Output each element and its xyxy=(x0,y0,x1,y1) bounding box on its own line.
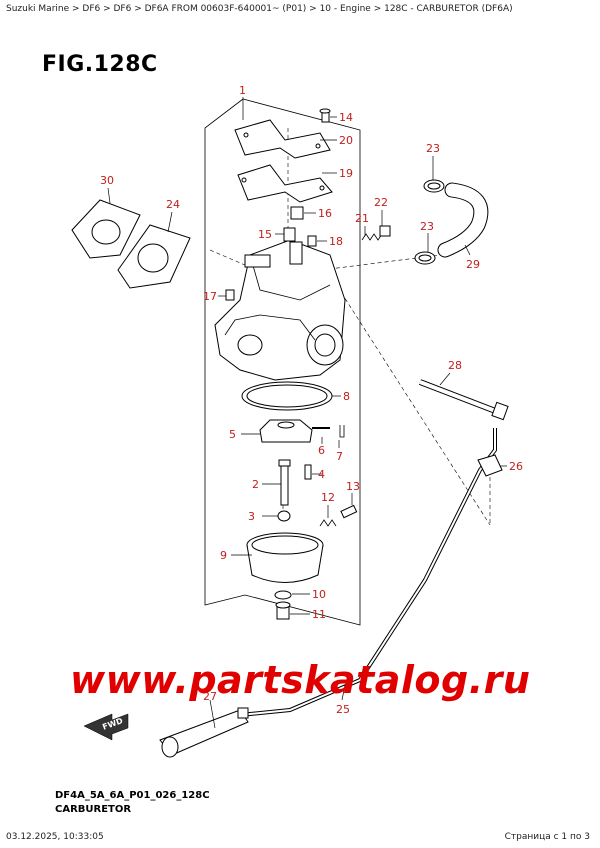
callout-26: 26 xyxy=(509,460,523,473)
gasket-24 xyxy=(117,224,191,289)
callout-23-lower: 23 xyxy=(420,220,434,233)
carburetor-body xyxy=(214,239,346,381)
screw-13 xyxy=(340,504,358,519)
hose-29 xyxy=(437,182,489,258)
float-chamber-9 xyxy=(246,532,324,583)
breadcrumb: Suzuki Marine > DF6 > DF6 > DF6A FROM 00… xyxy=(6,4,513,14)
jet-3 xyxy=(277,510,291,522)
gasket-8 xyxy=(241,381,333,411)
callout-14: 14 xyxy=(339,111,353,124)
callout-3: 3 xyxy=(248,510,255,523)
choke-rod-25 xyxy=(239,428,497,717)
callout-5: 5 xyxy=(229,428,236,441)
callout-20: 20 xyxy=(339,134,353,147)
callout-6: 6 xyxy=(318,444,325,457)
callouts: 1 14 20 19 16 15 18 17 21 22 23 23 29 30… xyxy=(100,84,523,716)
diagram-code: DF4A_5A_6A_P01_026_128C xyxy=(55,790,210,801)
choke-knob-27 xyxy=(159,707,249,758)
page-info: Страница с 1 по 3 xyxy=(504,832,590,842)
needle-4 xyxy=(304,464,312,480)
callout-11: 11 xyxy=(312,608,326,621)
washer-10 xyxy=(274,590,292,600)
callout-19: 19 xyxy=(339,167,353,180)
callout-12: 12 xyxy=(321,491,335,504)
callout-23-upper: 23 xyxy=(426,142,440,155)
callout-22: 22 xyxy=(374,196,388,209)
callout-16: 16 xyxy=(318,207,332,220)
callout-leaders xyxy=(107,97,507,729)
callout-18: 18 xyxy=(329,235,343,248)
screw-12 xyxy=(319,519,337,527)
callout-25: 25 xyxy=(336,703,350,716)
screw-18 xyxy=(307,235,317,247)
callout-7: 7 xyxy=(336,450,343,463)
watermark: www.partskatalog.ru xyxy=(70,658,531,702)
callout-30: 30 xyxy=(100,174,114,187)
clip-26 xyxy=(477,454,503,477)
callout-4: 4 xyxy=(318,468,325,481)
callout-27: 27 xyxy=(203,690,217,703)
callout-17: 17 xyxy=(203,290,217,303)
valve-15 xyxy=(283,227,296,242)
callout-21: 21 xyxy=(355,212,369,225)
plate-20 xyxy=(234,119,331,159)
assembly-frame xyxy=(204,98,361,626)
bolt-11 xyxy=(275,601,291,620)
callout-9: 9 xyxy=(220,549,227,562)
callout-13: 13 xyxy=(346,480,360,493)
callout-1: 1 xyxy=(239,84,246,97)
callout-29: 29 xyxy=(466,258,480,271)
gasket-30 xyxy=(71,199,141,259)
clamp-23-lower xyxy=(414,251,436,265)
fwd-arrow-icon: FWD xyxy=(83,713,129,741)
clip-7 xyxy=(339,425,345,438)
callout-24: 24 xyxy=(166,198,180,211)
bolt-28 xyxy=(418,379,509,421)
callout-10: 10 xyxy=(312,588,326,601)
diagram-name: CARBURETOR xyxy=(55,804,132,815)
callout-15: 15 xyxy=(258,228,272,241)
callout-2: 2 xyxy=(252,478,259,491)
screw-17 xyxy=(225,289,235,301)
callout-28: 28 xyxy=(448,359,462,372)
clamp-23-upper xyxy=(423,179,445,193)
figure-title: FIG.128C xyxy=(42,52,158,77)
float-5 xyxy=(259,419,313,443)
screw-22 xyxy=(379,225,391,237)
print-timestamp: 03.12.2025, 10:33:05 xyxy=(6,832,104,842)
nozzle-2 xyxy=(278,459,291,506)
plate-19 xyxy=(237,164,333,203)
callout-8: 8 xyxy=(343,390,350,403)
plug-16 xyxy=(290,206,304,220)
screw-14 xyxy=(319,108,331,123)
